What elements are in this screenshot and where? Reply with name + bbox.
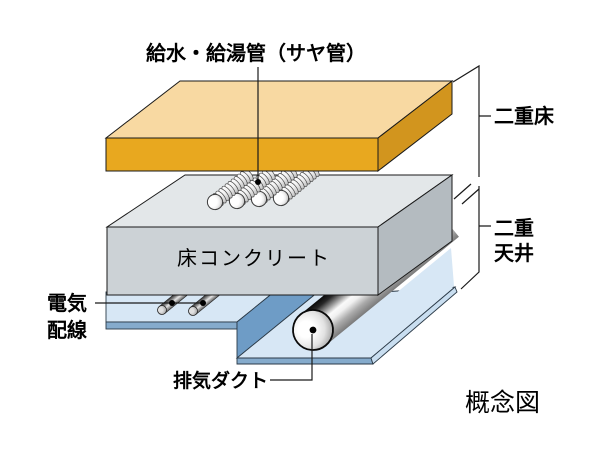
label-double-ceiling-line1: 二重 [494, 217, 534, 240]
ceiling-lower-front-edge [236, 357, 374, 365]
label-double-ceiling-line2: 天井 [494, 242, 534, 265]
ceiling-upper-front-edge [105, 321, 238, 330]
floor-slab [104, 79, 454, 173]
sheath-pipes [206, 164, 320, 211]
concrete-right-face [377, 174, 453, 296]
label-exhaust-duct: 排気ダクト [173, 369, 268, 392]
exhaust-duct-pointer-dot [309, 326, 317, 334]
wiring-dot [169, 300, 175, 306]
double-floor-bracket [452, 64, 491, 177]
leader-lines [95, 67, 313, 381]
floor-right-face [377, 79, 453, 173]
label-double-floor: 二重床 [494, 104, 555, 128]
supply-pipes-dot [255, 179, 261, 185]
wiring-dot [200, 300, 206, 306]
caption-concept-diagram: 概念図 [465, 389, 540, 417]
concrete-front-face [106, 226, 379, 296]
ceiling-patch-over-duct [373, 248, 454, 355]
brackets [452, 64, 491, 290]
sheath-pipe [228, 167, 276, 210]
break-marks [453, 183, 480, 205]
sheath-pipe [206, 168, 254, 211]
sheath-pipe [250, 165, 298, 208]
floor-front-face [105, 137, 379, 172]
label-electric-wiring-line2: 配線 [47, 318, 87, 342]
label-electric-wiring-line1: 電気 [47, 291, 87, 315]
double-ceiling-bracket [460, 186, 491, 290]
duct-leader [270, 334, 313, 381]
ceiling-lower-right-edge [370, 286, 458, 365]
label-floor-concrete: 床コンクリート [177, 247, 331, 270]
concrete-slab [105, 174, 454, 296]
label-supply-pipes: 給水・給湯管（サヤ管） [146, 41, 366, 65]
